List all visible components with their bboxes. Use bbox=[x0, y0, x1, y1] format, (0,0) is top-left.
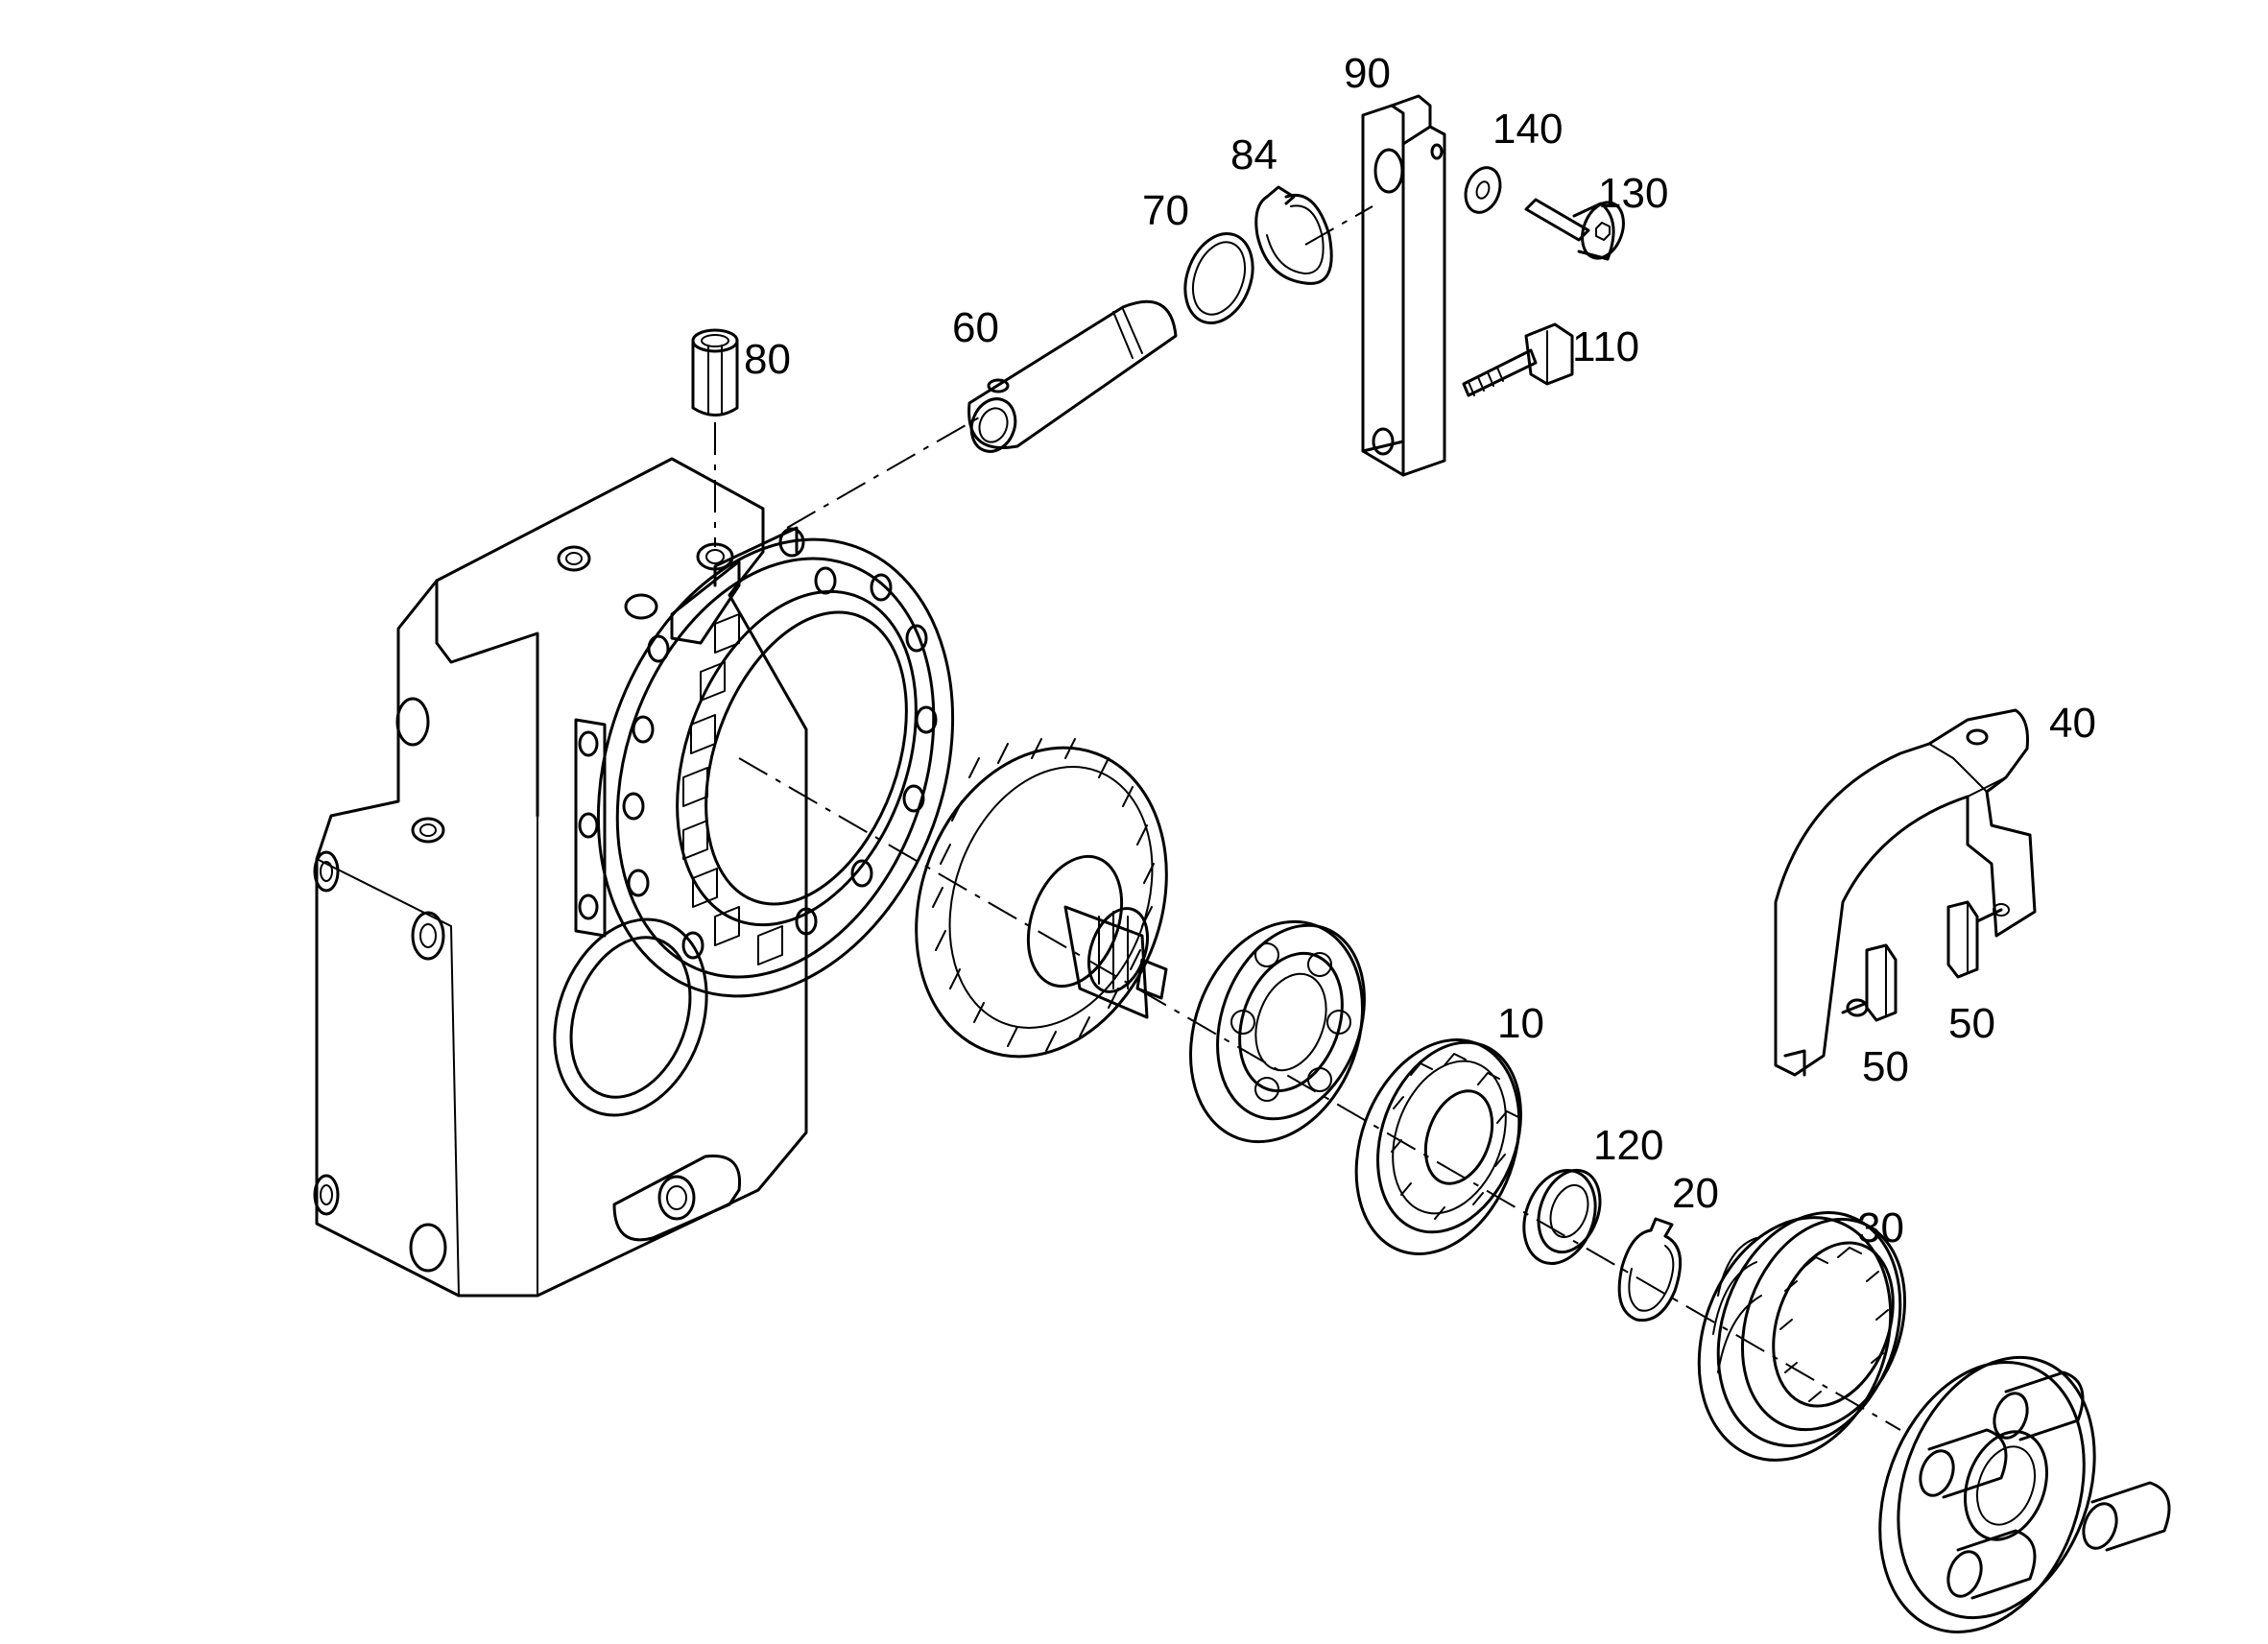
helical-gear bbox=[915, 738, 1168, 1059]
callout-40: 40 bbox=[2049, 700, 2096, 747]
callout-84: 84 bbox=[1230, 131, 1277, 179]
spur-gear-10 bbox=[1354, 1038, 1522, 1255]
callout-130: 130 bbox=[1598, 170, 1669, 217]
spacer bbox=[1522, 1168, 1602, 1265]
callout-60: 60 bbox=[952, 304, 999, 351]
axis-main bbox=[738, 757, 1901, 1431]
washer bbox=[1464, 166, 1502, 214]
shift-pad-right bbox=[1946, 900, 2003, 979]
callout-120: 120 bbox=[1593, 1122, 1664, 1169]
shift-lever bbox=[1361, 94, 1446, 477]
hex-bolt bbox=[1462, 322, 1574, 397]
callout-30: 30 bbox=[1857, 1204, 1904, 1251]
sliding-sleeve bbox=[1697, 1211, 1907, 1462]
ring-gear-flange bbox=[574, 526, 955, 998]
shift-pad-left bbox=[1841, 943, 1898, 1022]
callout-110: 110 bbox=[1572, 323, 1640, 370]
callout-70: 70 bbox=[1142, 187, 1189, 234]
cap-screw bbox=[1524, 198, 1625, 261]
o-ring bbox=[1183, 232, 1254, 324]
callout-10: 10 bbox=[1497, 1000, 1544, 1047]
callout-140: 140 bbox=[1492, 106, 1564, 153]
assembly-axes bbox=[714, 205, 1901, 1431]
callout-50-right: 50 bbox=[1948, 1000, 1995, 1047]
callout-50-left: 50 bbox=[1862, 1043, 1909, 1090]
shift-shaft bbox=[967, 299, 1178, 453]
gearbox-housing bbox=[313, 457, 808, 1298]
shift-fork bbox=[1774, 708, 2037, 1077]
callout-90: 90 bbox=[1344, 50, 1391, 97]
callout-20: 20 bbox=[1672, 1170, 1719, 1217]
axis-shaft bbox=[786, 417, 980, 529]
callout-80: 80 bbox=[744, 336, 791, 383]
planet-carrier bbox=[1878, 1355, 2171, 1633]
spiral-pin bbox=[691, 328, 739, 417]
ball-bearing bbox=[1189, 919, 1366, 1144]
retaining-ring-84 bbox=[1254, 185, 1333, 285]
axis-circlip bbox=[1304, 205, 1373, 246]
retaining-ring-20 bbox=[1617, 1217, 1683, 1322]
